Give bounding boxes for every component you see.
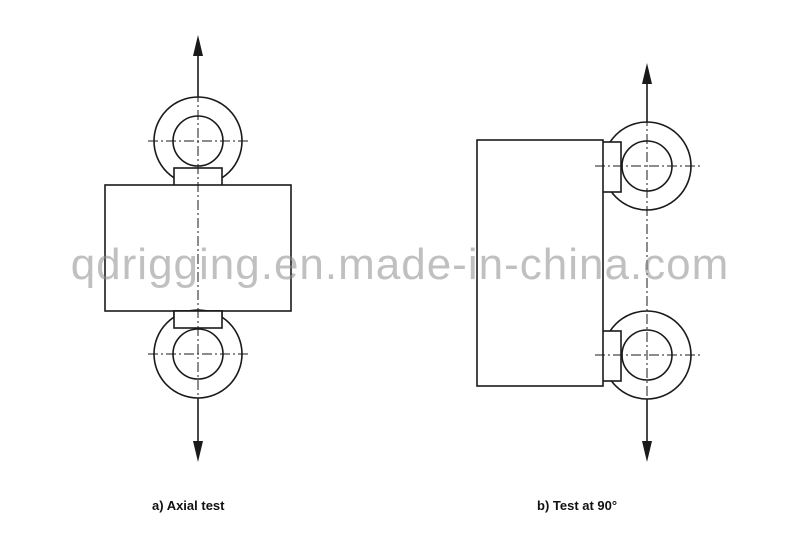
top-pull-arrow — [193, 35, 203, 98]
lower-side-eye-bolt — [600, 310, 692, 400]
side-centerlines — [595, 116, 700, 405]
figure-axial-test — [104, 35, 292, 462]
side-body-block — [476, 139, 604, 387]
axial-centerlines — [148, 92, 250, 404]
caption-axial-test: a) Axial test — [152, 498, 225, 513]
bottom-pull-arrow — [193, 398, 203, 462]
caption-test-at-90: b) Test at 90° — [537, 498, 618, 513]
figure-test-at-90 — [476, 63, 700, 462]
lower-pull-arrow — [642, 399, 652, 462]
upper-pull-arrow — [642, 63, 652, 122]
